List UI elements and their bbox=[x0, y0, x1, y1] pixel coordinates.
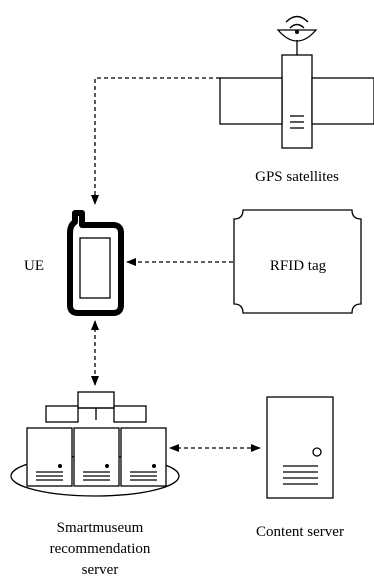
recommendation-server-label-line3: server bbox=[82, 562, 119, 578]
ue-label: UE bbox=[24, 258, 44, 274]
server-cluster-icon bbox=[10, 391, 180, 497]
mobile-phone-icon bbox=[67, 210, 124, 316]
rfid-tag-label: RFID tag bbox=[270, 258, 327, 274]
gps-satellites-label: GPS satellites bbox=[255, 169, 339, 185]
edge-satellite-to-ue bbox=[91, 77, 220, 205]
server-tower-icon bbox=[266, 396, 334, 499]
rfid-tag-shape bbox=[233, 209, 362, 314]
recommendation-server-label-line1: Smartmuseum bbox=[57, 520, 144, 536]
satellite-icon bbox=[219, 15, 374, 149]
recommendation-server-label-line2: recommendation bbox=[50, 541, 151, 557]
content-server-label: Content server bbox=[256, 524, 344, 540]
